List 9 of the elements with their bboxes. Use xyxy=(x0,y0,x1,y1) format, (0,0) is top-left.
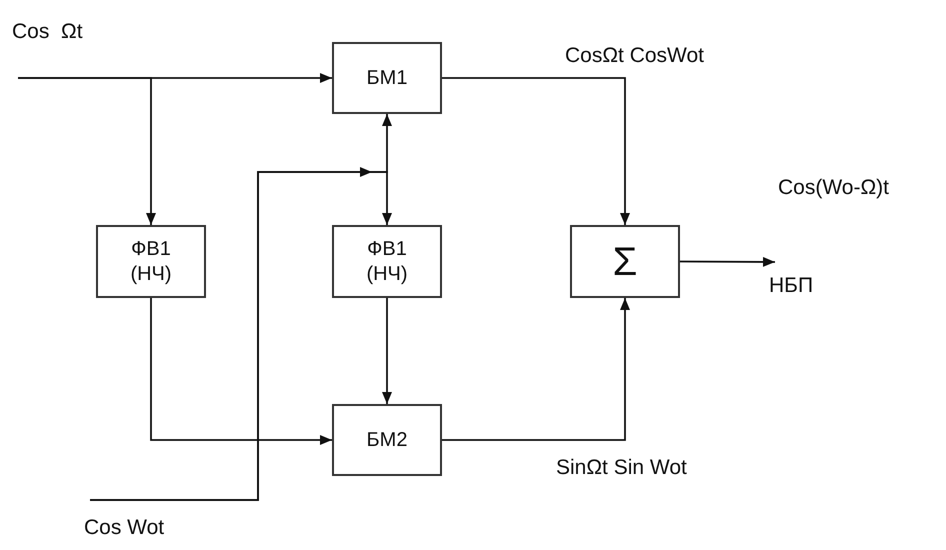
process-block: ФВ1 (НЧ) xyxy=(332,225,442,298)
signal-label: Cos(Wo-Ω)t xyxy=(778,176,889,200)
process-block: БМ1 xyxy=(332,42,442,114)
process-block: ФВ1 (НЧ) xyxy=(96,225,206,298)
summator-block: Σ xyxy=(570,225,680,298)
signal-label: Cos Ωt xyxy=(12,20,83,44)
process-block: БМ2 xyxy=(332,404,442,476)
signal-label: НБП xyxy=(769,274,814,298)
signal-label: Cos Wot xyxy=(84,516,164,540)
